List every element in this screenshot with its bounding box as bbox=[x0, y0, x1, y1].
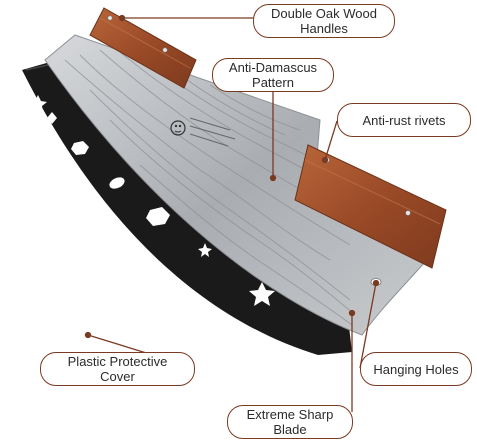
rivet-icon bbox=[107, 15, 113, 21]
callout-anti-rust-rivets: Anti-rust rivets bbox=[337, 103, 471, 137]
cover-cutout-star-icon bbox=[29, 95, 47, 112]
cover-cutout-oval-icon bbox=[109, 177, 125, 189]
callout-plastic-protective-cover: Plastic Protective Cover bbox=[40, 352, 195, 386]
callout-line-1: Double Oak Wood bbox=[271, 6, 377, 21]
cover-cutout-hexagon-icon bbox=[146, 207, 170, 226]
callout-line-2: Handles bbox=[300, 21, 348, 36]
callout-line-1: Anti-rust rivets bbox=[362, 112, 446, 128]
brand-logo-icon bbox=[170, 120, 186, 136]
callout-line-1: Anti-Damascus bbox=[228, 60, 318, 75]
callout-line-2: Blade bbox=[273, 422, 307, 437]
top-oak-handle bbox=[89, 7, 197, 89]
rivet-icon bbox=[405, 210, 411, 216]
leader-lines bbox=[84, 14, 380, 412]
callout-extreme-sharp-blade: Extreme Sharp Blade bbox=[227, 405, 353, 439]
callout-line-1: Extreme Sharp bbox=[246, 407, 334, 422]
cover-cutout-diamond-icon bbox=[47, 112, 57, 124]
cover-cutout-hexagon-icon bbox=[71, 141, 89, 155]
callout-line-1: Plastic Protective bbox=[67, 354, 168, 369]
callout-line-1: Hanging Holes bbox=[373, 361, 459, 377]
cover-cutout-star-icon bbox=[198, 243, 212, 257]
rivet-icon bbox=[162, 47, 168, 53]
callout-hanging-holes: Hanging Holes bbox=[360, 352, 472, 386]
callout-anti-damascus-pattern: Anti-Damascus Pattern bbox=[212, 58, 334, 92]
callout-line-2: Pattern bbox=[252, 75, 294, 90]
callout-line-2: Cover bbox=[100, 369, 135, 384]
callout-double-oak-wood-handles: Double Oak Wood Handles bbox=[253, 4, 395, 38]
cover-cutout-star-icon bbox=[249, 282, 275, 306]
